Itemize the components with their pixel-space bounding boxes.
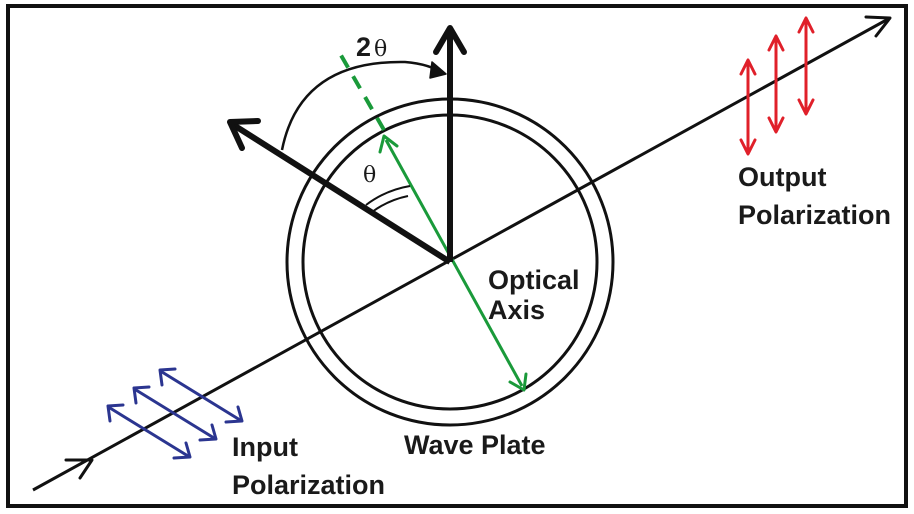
vertical-vector-arrowhead xyxy=(433,25,467,55)
output-polarization-label-line1: Output xyxy=(738,162,826,192)
input-polarization-arrows xyxy=(106,367,244,460)
theta-arc-outer xyxy=(365,185,411,206)
input-polarization-label-line1: Input xyxy=(232,432,298,462)
optical-axis-label-line1: Optical xyxy=(488,265,580,295)
output-polarization-label-line2: Polarization xyxy=(738,200,891,230)
optical-axis-dashed-extension xyxy=(336,49,386,131)
optical-axis-upper-arrowhead xyxy=(378,134,399,154)
theta-label: θ xyxy=(363,163,376,188)
beam-input-arrowhead xyxy=(64,458,94,480)
optical-axis-label-line2: Axis xyxy=(488,295,545,325)
optical-axis-lower-arrowhead xyxy=(508,372,528,392)
input-polarization-label-line2: Polarization xyxy=(232,470,385,500)
rotated-vector-arrowhead xyxy=(227,118,261,151)
optical-axis-line xyxy=(384,139,524,387)
two-theta-symbol: θ xyxy=(374,37,387,62)
frame-border xyxy=(6,4,908,508)
output-polarization-arrows xyxy=(739,16,815,156)
two-theta-arc xyxy=(280,60,445,151)
rotated-polarization-vector xyxy=(230,121,452,265)
wave-plate-label: Wave Plate xyxy=(404,430,546,460)
two-theta-number: 2 xyxy=(356,32,371,62)
beam-end-arrowhead xyxy=(864,15,892,38)
two-theta-arc-arrowhead xyxy=(429,61,447,79)
